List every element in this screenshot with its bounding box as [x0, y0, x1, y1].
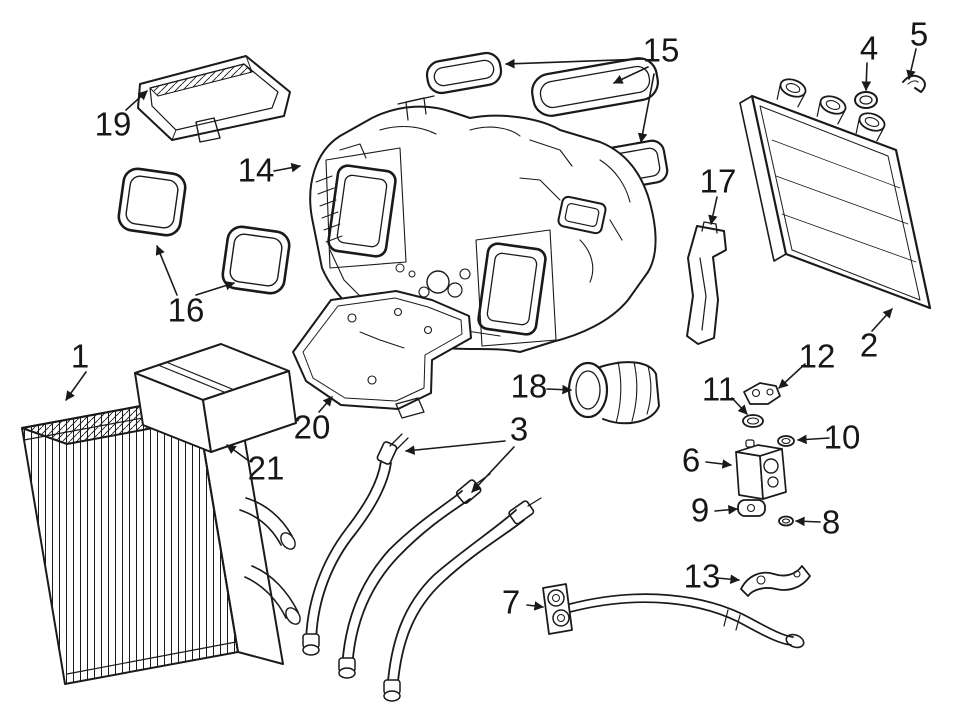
part-10-illustration	[777, 435, 795, 447]
part-5-illustration	[902, 74, 926, 93]
part-18-illustration	[567, 361, 660, 425]
part-20-illustration	[292, 290, 472, 419]
callout-18[interactable]: 18	[510, 367, 548, 405]
callout-12[interactable]: 12	[798, 337, 836, 375]
part-11-illustration	[742, 414, 764, 428]
callout-3[interactable]: 3	[509, 410, 529, 448]
callout-5[interactable]: 5	[909, 15, 929, 53]
part-3-illustration	[302, 433, 542, 702]
leader-lines	[65, 48, 917, 611]
callout-20[interactable]: 20	[293, 408, 331, 446]
callout-10[interactable]: 10	[823, 418, 861, 456]
callout-19[interactable]: 19	[94, 105, 132, 143]
callout-11[interactable]: 11	[701, 370, 737, 408]
callout-8[interactable]: 8	[821, 503, 841, 541]
part-8-illustration	[778, 515, 794, 527]
part-13-illustration	[740, 565, 811, 597]
callout-21[interactable]: 21	[247, 449, 285, 487]
part-1-illustration	[21, 395, 301, 685]
callout-13[interactable]: 13	[683, 557, 721, 595]
callout-6[interactable]: 6	[681, 441, 701, 479]
part-16-illustration	[117, 167, 291, 295]
part-12-illustration	[743, 382, 781, 405]
callout-16[interactable]: 16	[167, 291, 205, 329]
part-6-illustration	[735, 439, 787, 500]
part-21-illustration	[134, 343, 297, 453]
callout-2[interactable]: 2	[859, 326, 879, 364]
part-19-illustration	[137, 55, 291, 143]
callout-15[interactable]: 15	[642, 31, 680, 69]
callout-1[interactable]: 1	[70, 337, 90, 375]
callout-4[interactable]: 4	[859, 29, 879, 67]
part-7-illustration	[542, 583, 805, 649]
callout-7[interactable]: 7	[501, 583, 521, 621]
part-17-illustration	[686, 221, 727, 345]
part-4-illustration	[854, 91, 878, 109]
callout-17[interactable]: 17	[699, 162, 737, 200]
part-2-illustration	[739, 78, 932, 310]
callout-14[interactable]: 14	[237, 151, 275, 189]
callout-9[interactable]: 9	[690, 491, 710, 529]
part-9-illustration	[737, 499, 766, 517]
